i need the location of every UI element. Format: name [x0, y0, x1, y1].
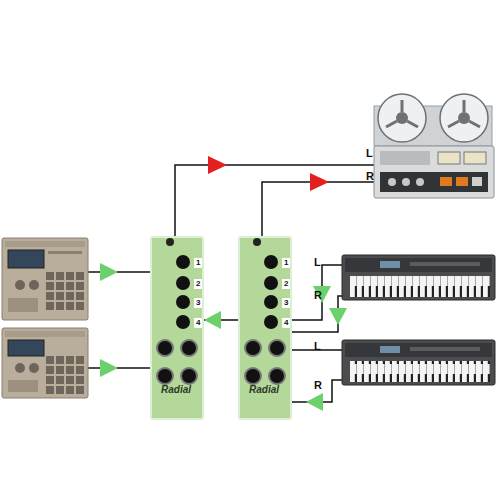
input-arrow: [329, 308, 347, 325]
channel-label: R: [366, 170, 374, 182]
brand-name: Radial: [161, 384, 191, 395]
channel-label: L: [314, 256, 321, 268]
channel-number: 2: [194, 279, 202, 289]
channel-label: L: [314, 340, 321, 352]
wire: [88, 271, 152, 273]
input-arrow: [100, 359, 118, 377]
input-arrow: [306, 393, 323, 411]
channel-number: 1: [194, 258, 202, 268]
channel-label: R: [314, 379, 322, 391]
module-panel: 1 2 3 4Radial: [150, 236, 204, 420]
wire: [175, 165, 374, 236]
keyboard-synth: [342, 255, 495, 300]
wires: [88, 165, 374, 402]
keyboard-synth: [342, 340, 495, 385]
tape-deck: [374, 94, 494, 198]
brand-name: Radial: [249, 384, 279, 395]
drum-machine: [2, 328, 88, 398]
output-arrow: [310, 173, 329, 191]
channel-number: 4: [282, 318, 290, 328]
channel-number: 4: [194, 318, 202, 328]
channel-label: L: [366, 147, 373, 159]
input-arrow: [313, 286, 331, 303]
channel-number: 3: [194, 298, 202, 308]
signal-arrows: [100, 156, 347, 411]
input-arrow: [204, 311, 221, 329]
wire: [262, 182, 374, 236]
channel-number: 3: [282, 298, 290, 308]
drum-machine: [2, 238, 88, 320]
output-arrow: [208, 156, 227, 174]
channel-number: 2: [282, 279, 290, 289]
channel-number: 1: [282, 258, 290, 268]
module-panel: 1 2 3 4Radial: [238, 236, 292, 420]
input-arrow: [100, 263, 118, 281]
wire: [88, 367, 152, 369]
channel-label: R: [314, 289, 322, 301]
